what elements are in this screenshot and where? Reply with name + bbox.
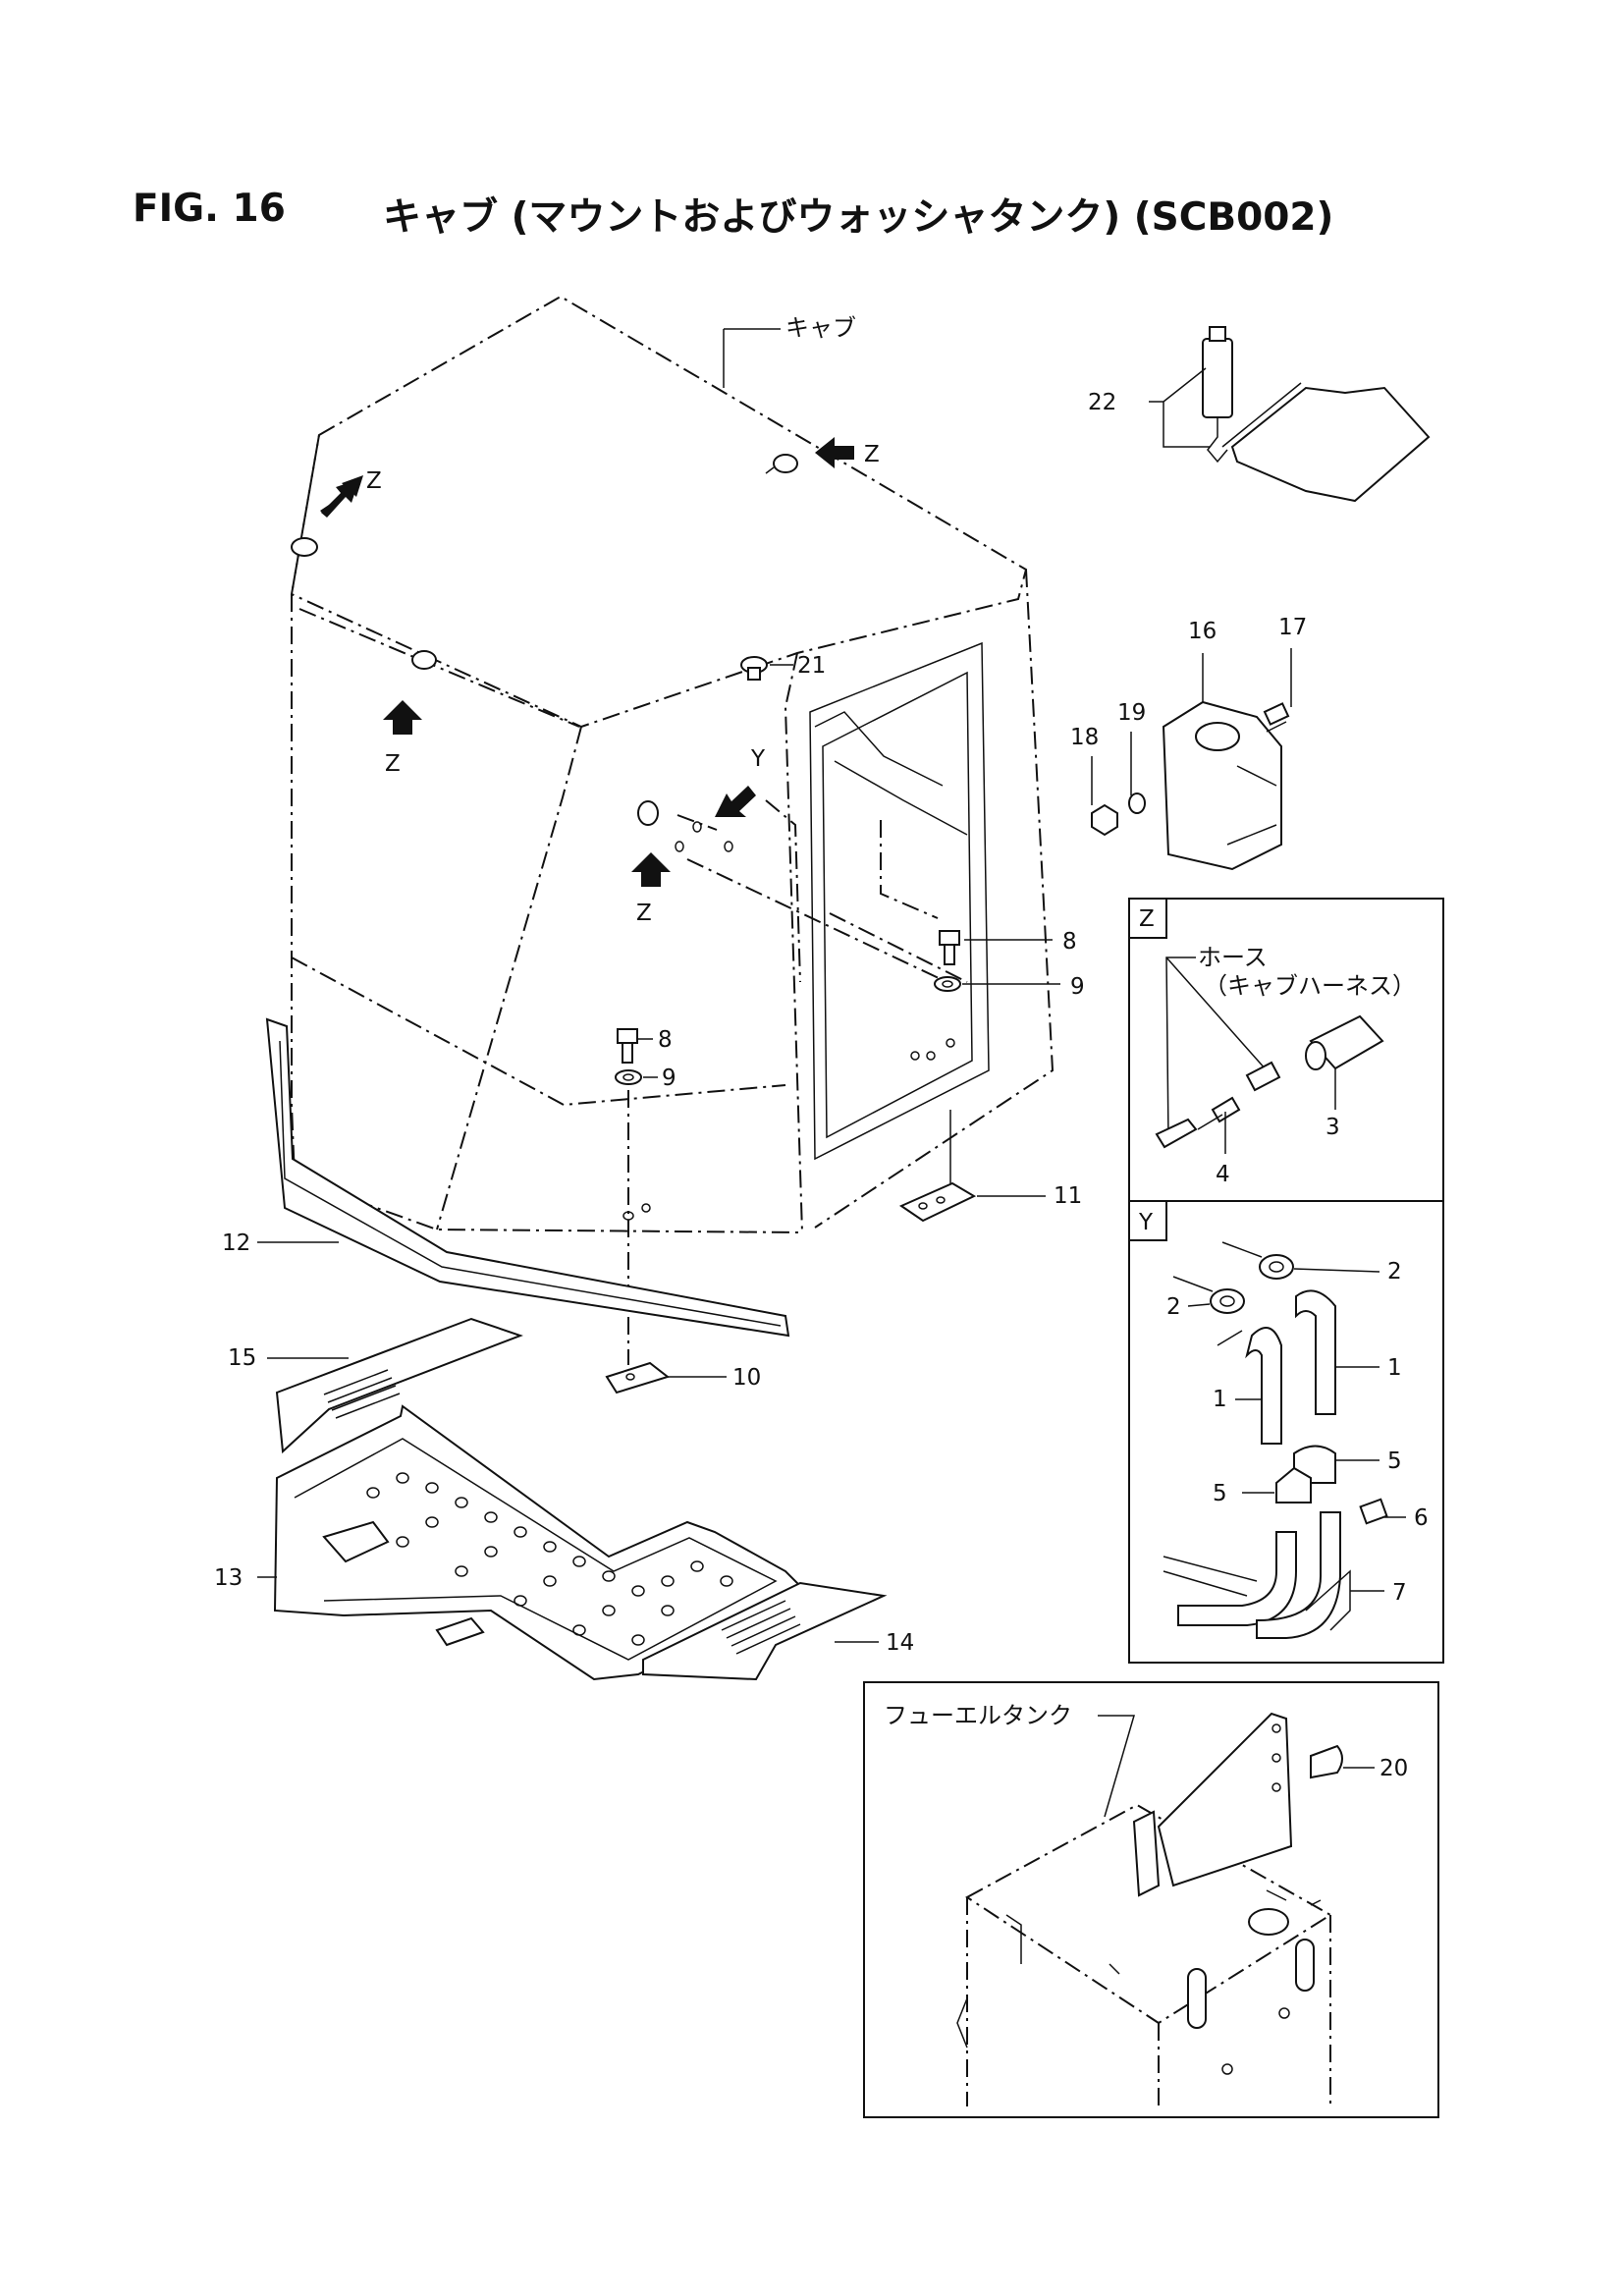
label-1b: 1 xyxy=(1213,1387,1227,1412)
cab-label: キャブ xyxy=(785,314,856,342)
fuel-tank-label: フューエルタンク xyxy=(884,1702,1072,1729)
figure-title: キャブ (マウントおよびウォッシャタンク) (SCB002) xyxy=(383,195,1334,240)
cab-outline xyxy=(290,295,1055,1233)
part-11: 11 xyxy=(898,1110,1082,1223)
label-10: 10 xyxy=(732,1365,761,1391)
z-label-2: Z xyxy=(864,442,880,467)
part-14: 14 xyxy=(642,1581,914,1681)
label-5a: 5 xyxy=(1387,1449,1402,1474)
fuel-tank-detail: フューエルタンク 20 xyxy=(863,1681,1439,2118)
label-8b: 8 xyxy=(658,1027,673,1053)
part-22: 22 xyxy=(1088,326,1431,503)
label-4: 4 xyxy=(1216,1162,1230,1187)
bolt-8-left: 8 xyxy=(617,1027,673,1064)
cab-harness-label: （キャブハーネス） xyxy=(1204,972,1416,1000)
z-label-3: Z xyxy=(385,751,401,777)
label-21: 21 xyxy=(797,653,826,679)
label-17: 17 xyxy=(1278,615,1307,640)
label-22: 22 xyxy=(1088,390,1116,415)
label-19: 19 xyxy=(1117,700,1146,726)
label-12: 12 xyxy=(222,1230,250,1256)
arrow-z-top-left: Z xyxy=(320,468,382,518)
part-19: 19 xyxy=(1117,700,1146,814)
label-6: 6 xyxy=(1414,1505,1429,1531)
label-18: 18 xyxy=(1070,725,1099,750)
label-20: 20 xyxy=(1380,1756,1408,1781)
bolt-8-right: 8 xyxy=(939,929,1077,965)
arrow-z-center: Z xyxy=(631,852,671,926)
label-2b: 2 xyxy=(1166,1294,1181,1320)
part-18: 18 xyxy=(1070,725,1118,837)
label-16: 16 xyxy=(1188,619,1217,644)
part-21: 21 xyxy=(740,653,826,681)
washer-9-left: 9 xyxy=(615,1066,676,1365)
label-14: 14 xyxy=(886,1630,914,1656)
z-label-4: Z xyxy=(636,901,652,926)
detail-z: Z ホース （キャブハーネス） 4 3 xyxy=(1128,898,1444,1202)
part-15: 15 xyxy=(228,1317,523,1454)
part-13: 13 xyxy=(214,1404,807,1681)
arrow-z-top-right: Z xyxy=(815,437,880,468)
z-detail-label: Z xyxy=(1139,906,1155,932)
label-5b: 5 xyxy=(1213,1481,1227,1506)
label-7: 7 xyxy=(1392,1580,1407,1606)
arrow-z-left: Z xyxy=(383,700,422,777)
part-17: 17 xyxy=(1263,615,1307,733)
label-2a: 2 xyxy=(1387,1259,1402,1285)
cab-callout: キャブ xyxy=(723,314,856,388)
label-3: 3 xyxy=(1325,1115,1340,1140)
label-15: 15 xyxy=(228,1345,256,1371)
arrow-y: Y xyxy=(715,746,766,817)
y-label-cab: Y xyxy=(750,746,766,772)
label-8a: 8 xyxy=(1062,929,1077,955)
washer-9-right: 9 xyxy=(934,974,1085,1000)
label-13: 13 xyxy=(214,1565,243,1591)
label-11: 11 xyxy=(1054,1183,1082,1209)
figure-number: FIG. 16 xyxy=(133,187,286,231)
hose-label: ホース xyxy=(1198,944,1268,971)
part-16-washer-tank: 16 xyxy=(1162,619,1282,871)
part-10: 10 xyxy=(605,1361,761,1394)
z-label-1: Z xyxy=(366,468,382,494)
y-detail-label: Y xyxy=(1138,1210,1154,1235)
grommets xyxy=(291,454,798,852)
mount-holes xyxy=(622,1038,955,1221)
label-9a: 9 xyxy=(1070,974,1085,1000)
label-9b: 9 xyxy=(662,1066,676,1091)
label-1a: 1 xyxy=(1387,1355,1402,1381)
detail-y: Y 2 2 1 1 5 5 6 7 xyxy=(1128,1200,1444,1664)
part-12: 12 xyxy=(222,1017,790,1338)
